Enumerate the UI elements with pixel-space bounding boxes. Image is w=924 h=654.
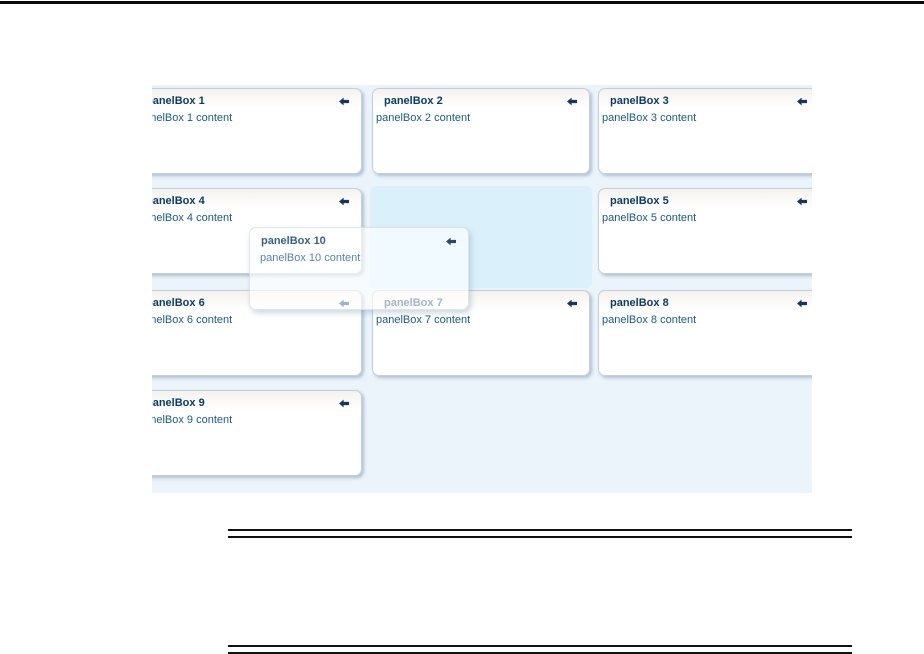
panelbox-header: panelBox 9 xyxy=(152,391,361,411)
panelbox-header: panelBox 10 xyxy=(250,228,468,249)
panelbox-content: panelBox 2 content xyxy=(376,112,471,124)
left-arrow-icon[interactable] xyxy=(339,97,349,106)
panelbox-content: panelBox 9 content xyxy=(152,414,233,426)
panelbox-1[interactable]: panelBox 1 panelBox 1 content xyxy=(152,88,362,174)
panelbox-2[interactable]: panelBox 2 panelBox 2 content xyxy=(372,88,590,174)
panelbox-content: panelBox 5 content xyxy=(602,212,697,224)
panelbox-header: panelBox 3 xyxy=(599,89,812,109)
table-top-double-rule xyxy=(228,529,852,538)
panelbox-title: panelBox 1 xyxy=(152,95,205,107)
panelbox-demo-canvas: panelBox 1 panelBox 1 content panelBox 2… xyxy=(152,85,812,493)
panelbox-9[interactable]: panelBox 9 panelBox 9 content xyxy=(152,390,362,476)
table-bottom-double-rule xyxy=(228,645,852,654)
panelbox-header: panelBox 2 xyxy=(373,89,589,109)
panelbox-header: panelBox 4 xyxy=(152,189,361,209)
left-arrow-icon[interactable] xyxy=(339,197,349,206)
panelbox-header: panelBox 1 xyxy=(152,89,361,109)
panelbox-title: panelBox 9 xyxy=(152,397,205,409)
panelbox-8[interactable]: panelBox 8 panelBox 8 content xyxy=(598,290,812,376)
panelbox-content: panelBox 8 content xyxy=(602,314,697,326)
left-arrow-icon[interactable] xyxy=(797,299,807,308)
panelbox-title: panelBox 4 xyxy=(152,195,205,207)
left-arrow-icon[interactable] xyxy=(797,197,807,206)
panelbox-drag-ghost[interactable]: panelBox 10 panelBox 10 content xyxy=(249,227,469,310)
panelbox-title: panelBox 2 xyxy=(384,95,443,107)
panelbox-5[interactable]: panelBox 5 panelBox 5 content xyxy=(598,188,812,274)
panelbox-title: panelBox 5 xyxy=(610,195,669,207)
panelbox-content: panelBox 4 content xyxy=(152,212,233,224)
panelbox-content: panelBox 7 content xyxy=(376,314,471,326)
left-arrow-icon[interactable] xyxy=(339,399,349,408)
panelbox-title: panelBox 10 xyxy=(261,235,326,247)
panelbox-content: panelBox 3 content xyxy=(602,112,697,124)
panelbox-content: panelBox 10 content xyxy=(260,252,361,264)
panelbox-content: panelBox 6 content xyxy=(152,314,233,326)
panelbox-header: panelBox 5 xyxy=(599,189,812,209)
left-arrow-icon[interactable] xyxy=(567,97,577,106)
panelbox-title: panelBox 8 xyxy=(610,297,669,309)
page-top-rule xyxy=(0,1,924,4)
panelbox-3[interactable]: panelBox 3 panelBox 3 content xyxy=(598,88,812,174)
panelbox-header: panelBox 8 xyxy=(599,291,812,311)
panelbox-content: panelBox 1 content xyxy=(152,112,233,124)
panelbox-title: panelBox 3 xyxy=(610,95,669,107)
left-arrow-icon[interactable] xyxy=(446,237,456,246)
left-arrow-icon[interactable] xyxy=(567,299,577,308)
left-arrow-icon[interactable] xyxy=(797,97,807,106)
panelbox-title: panelBox 6 xyxy=(152,297,205,309)
